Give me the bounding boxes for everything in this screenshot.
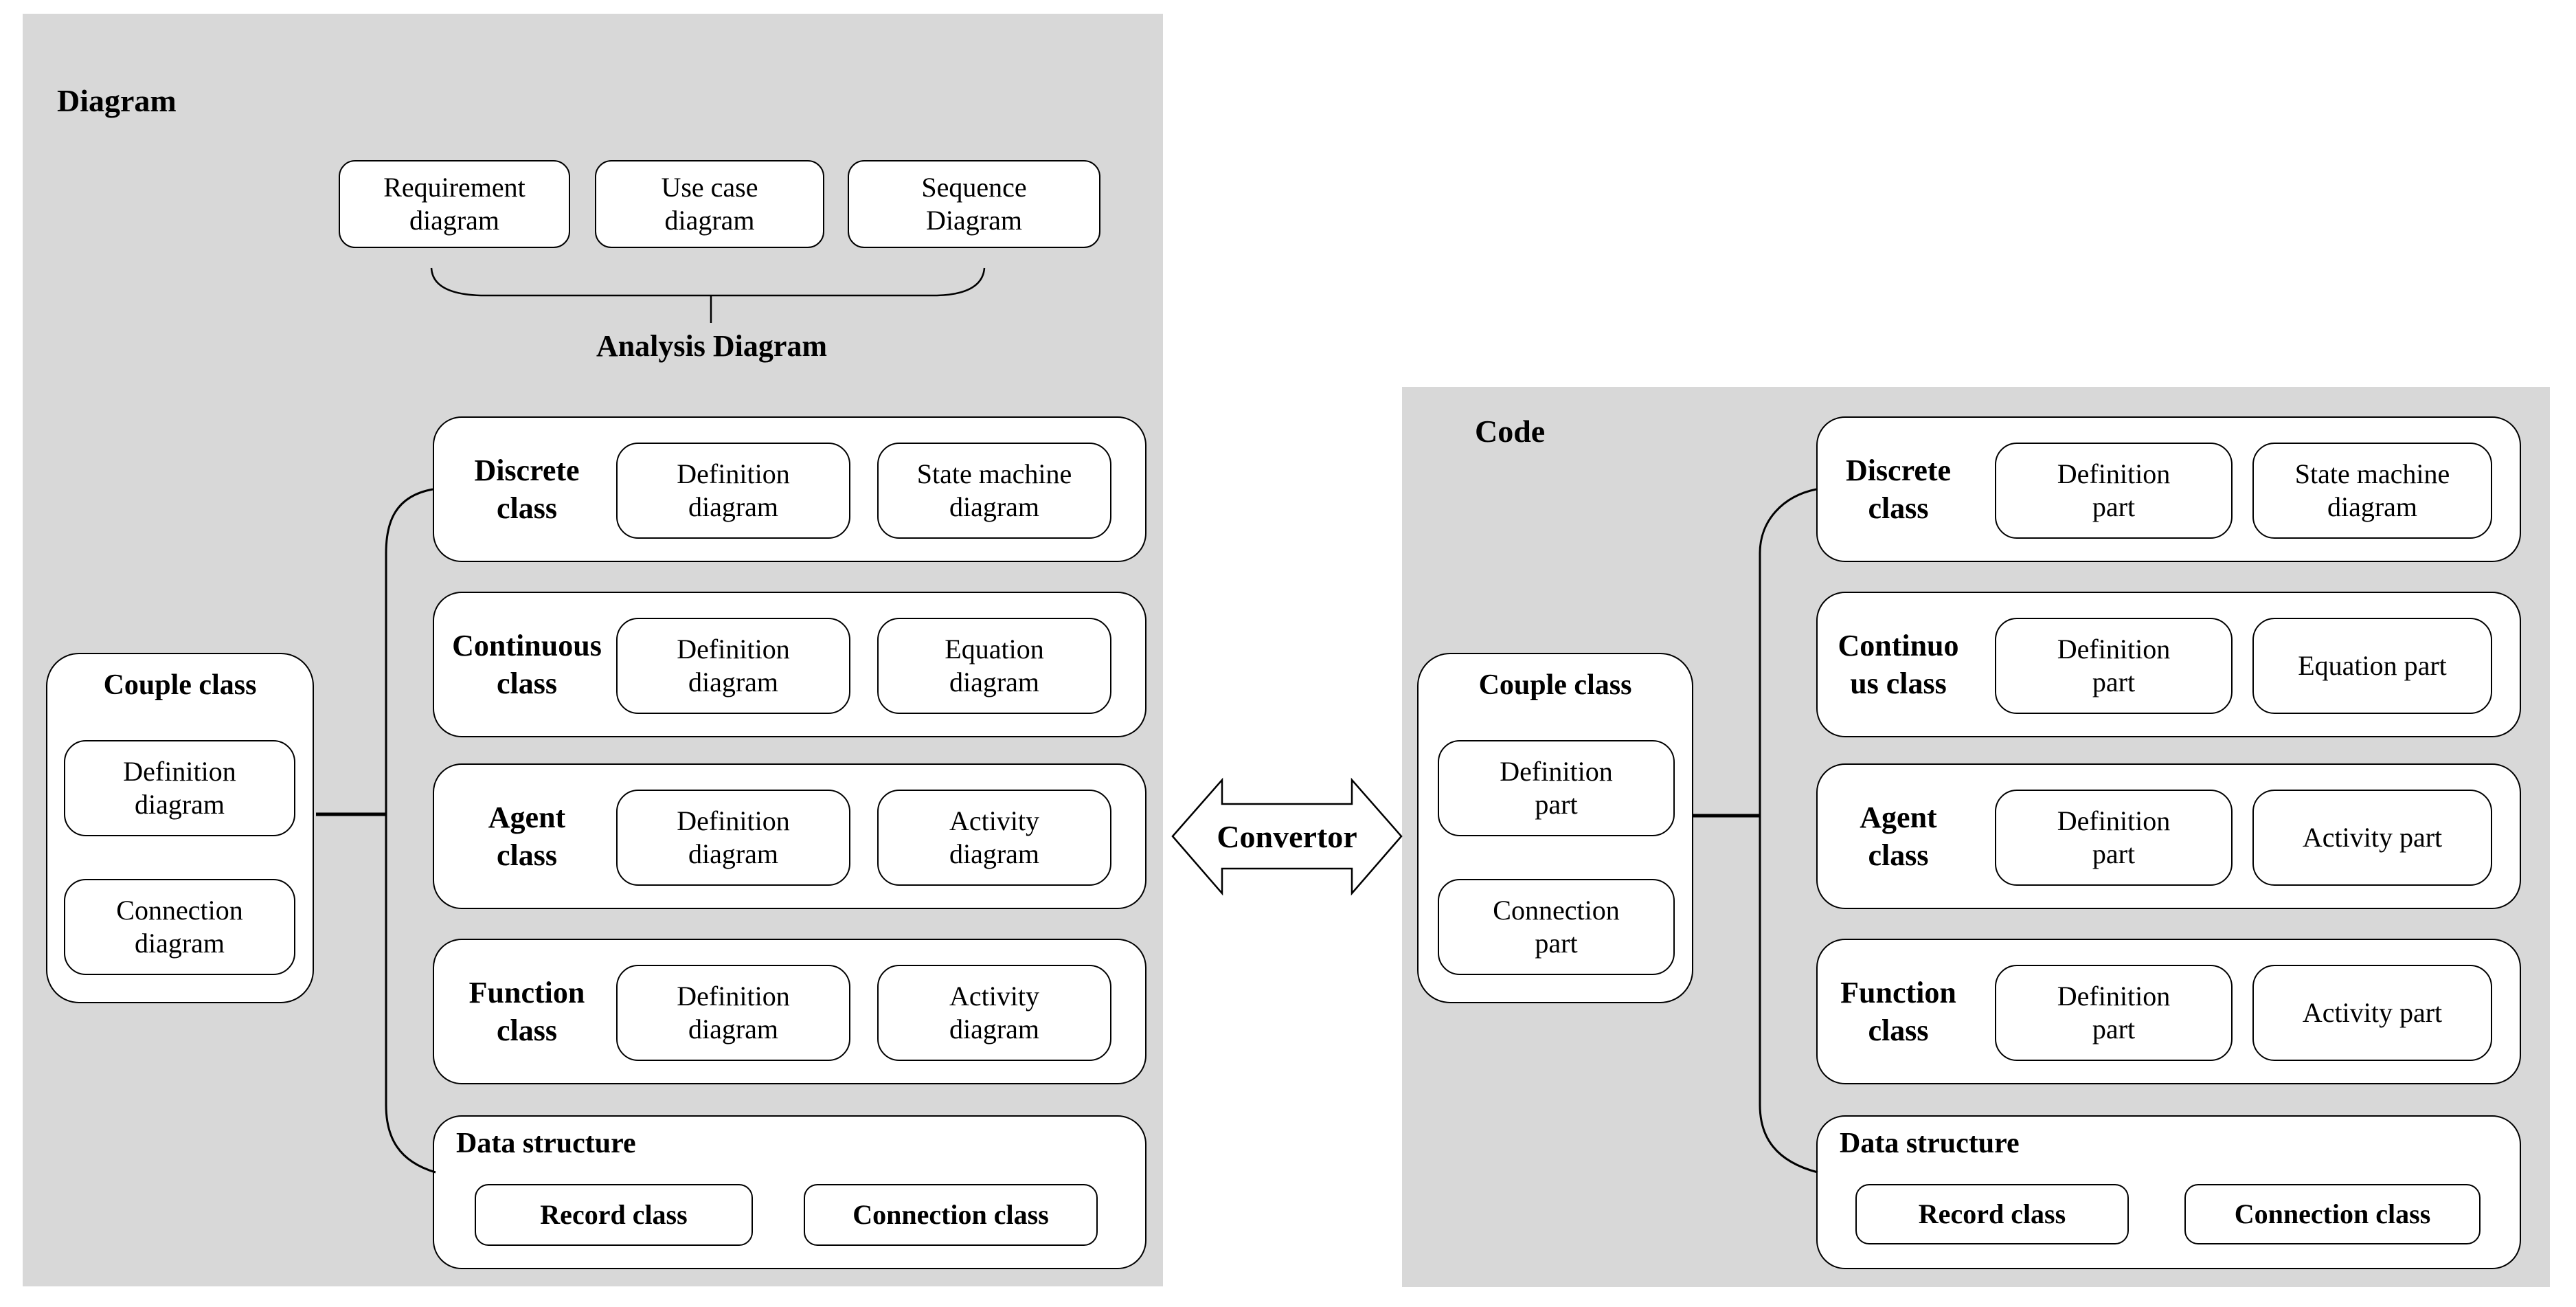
- code-panel-title: Code: [1475, 414, 1546, 449]
- function-class-label: Function class: [468, 976, 585, 1047]
- activity-part-box: Activity part: [2252, 965, 2492, 1061]
- discrete-class-label: Discrete class: [474, 454, 580, 525]
- data-structure-row: Data structure Record class Connection c…: [433, 1115, 1146, 1269]
- activity-part-box: Activity part: [2252, 790, 2492, 886]
- record-class-box: Record class: [1855, 1184, 2129, 1244]
- definition-part-box: Definition part: [1995, 790, 2233, 886]
- discrete-class-label: Discrete class: [1845, 454, 1952, 525]
- convertor-shape: Convertor: [1171, 772, 1403, 902]
- double-arrow-icon: [1171, 777, 1403, 896]
- use-case-diagram-box: Use case diagram: [595, 160, 824, 248]
- continuous-class-row: Continuo us class Definition part Equati…: [1816, 592, 2521, 737]
- record-class-box: Record class: [475, 1184, 753, 1246]
- activity-diagram-box: Activity diagram: [877, 790, 1111, 886]
- continuous-class-row: Continuous class Definition diagram Equa…: [433, 592, 1146, 737]
- couple-class-box: Couple class Definition diagram Connecti…: [46, 653, 314, 1003]
- couple-class-label: Couple class: [1478, 669, 1632, 701]
- discrete-class-row: Discrete class Definition diagram State …: [433, 416, 1146, 562]
- couple-class-box: Couple class Definition part Connection …: [1417, 653, 1693, 1003]
- activity-diagram-box: Activity diagram: [877, 965, 1111, 1061]
- agent-class-label: Agent class: [1860, 801, 1937, 872]
- function-class-row: Function class Definition part Activity …: [1816, 939, 2521, 1084]
- data-structure-row: Data structure Record class Connection c…: [1816, 1115, 2521, 1269]
- definition-diagram-box: Definition diagram: [64, 740, 295, 836]
- convertor-label: Convertor: [1217, 819, 1357, 854]
- code-panel: Code Discrete class Definition part Stat…: [1402, 387, 2550, 1287]
- connection-class-box: Connection class: [804, 1184, 1098, 1246]
- agent-class-label: Agent class: [488, 801, 566, 872]
- diagram-panel: Diagram Requirement diagram Use case dia…: [23, 14, 1163, 1286]
- definition-diagram-box: Definition diagram: [616, 443, 850, 539]
- agent-class-row: Agent class Definition part Activity par…: [1816, 763, 2521, 909]
- continuous-class-label: Continuous class: [452, 629, 602, 700]
- definition-part-box: Definition part: [1438, 740, 1675, 836]
- state-machine-diagram-box: State machine diagram: [877, 443, 1111, 539]
- connection-part-box: Connection part: [1438, 879, 1675, 975]
- equation-part-box: Equation part: [2252, 618, 2492, 714]
- data-structure-label: Data structure: [1840, 1128, 2020, 1159]
- definition-diagram-box: Definition diagram: [616, 618, 850, 714]
- function-class-label: Function class: [1840, 976, 1956, 1047]
- continuous-class-label: Continuo us class: [1838, 629, 1959, 700]
- discrete-class-row: Discrete class Definition part State mac…: [1816, 416, 2521, 562]
- agent-class-row: Agent class Definition diagram Activity …: [433, 763, 1146, 909]
- definition-diagram-box: Definition diagram: [616, 965, 850, 1061]
- connection-class-box: Connection class: [2184, 1184, 2481, 1244]
- definition-diagram-box: Definition diagram: [616, 790, 850, 886]
- requirement-diagram-box: Requirement diagram: [339, 160, 570, 248]
- equation-diagram-box: Equation diagram: [877, 618, 1111, 714]
- definition-part-box: Definition part: [1995, 618, 2233, 714]
- diagram-panel-title: Diagram: [57, 83, 177, 118]
- definition-part-box: Definition part: [1995, 443, 2233, 539]
- function-class-row: Function class Definition diagram Activi…: [433, 939, 1146, 1084]
- data-structure-label: Data structure: [456, 1128, 636, 1159]
- analysis-diagram-label: Analysis Diagram: [596, 329, 828, 363]
- state-machine-diagram-box: State machine diagram: [2252, 443, 2492, 539]
- definition-part-box: Definition part: [1995, 965, 2233, 1061]
- sequence-diagram-box: Sequence Diagram: [848, 160, 1100, 248]
- connection-diagram-box: Connection diagram: [64, 879, 295, 975]
- couple-class-label: Couple class: [103, 669, 257, 701]
